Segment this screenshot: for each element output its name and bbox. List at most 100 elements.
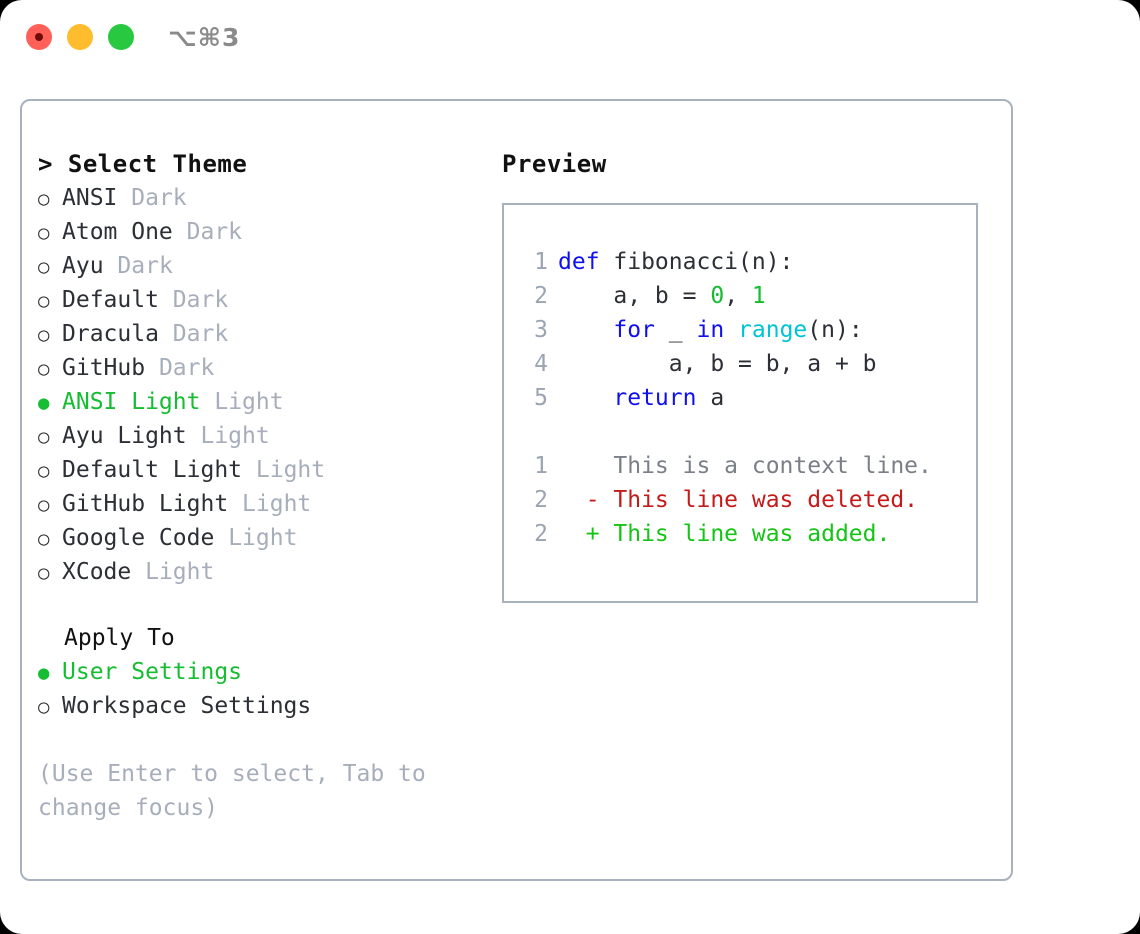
theme-option-variant: Light (145, 559, 215, 585)
theme-option-variant: Dark (186, 219, 243, 245)
theme-option-ayu-light[interactable]: ○Ayu Light Light (38, 419, 478, 453)
diff-marker (558, 453, 613, 479)
theme-option-ansi[interactable]: ○ANSI Dark (38, 181, 478, 215)
code-line-number: 1 (534, 249, 548, 275)
diff-line-add: 2 + This line was added. (514, 517, 970, 551)
theme-option-ansi-light[interactable]: ●ANSI Light Light (38, 385, 478, 419)
radio-unselected-icon: ○ (38, 562, 50, 584)
diff-text: This line was deleted. (613, 487, 919, 513)
code-line-number: 3 (534, 317, 548, 343)
theme-option-label: Ayu (62, 253, 104, 279)
spacer (117, 181, 131, 215)
theme-option-label: Google Code (62, 525, 215, 551)
spacer (214, 521, 228, 555)
theme-option-dracula[interactable]: ○ Dracula Dark (38, 317, 478, 351)
spacer (242, 453, 256, 487)
prompt-caret: > (38, 150, 53, 178)
code-token-num: 1 (751, 283, 766, 309)
radio-unselected-icon: ○ (38, 696, 50, 718)
theme-option-variant: Dark (117, 253, 173, 279)
close-button[interactable] (26, 24, 52, 50)
diff-line-ctx: 1 This is a context line. (514, 449, 970, 483)
apply-to-option-user-settings[interactable]: ●User Settings (38, 655, 478, 689)
code-token-plain: _ (654, 317, 697, 343)
theme-option-google-code[interactable]: ○ Google Code Light (38, 521, 478, 555)
radio-unselected-icon: ○ (38, 324, 50, 346)
theme-option-atom-one[interactable]: ○ Atom One Dark (38, 215, 478, 249)
radio-unselected-icon: ○ (38, 426, 50, 448)
code-token-plain: a (696, 385, 725, 411)
theme-option-variant: Light (242, 491, 312, 517)
code-token-num: 0 (710, 283, 725, 309)
code-token-plain (558, 317, 613, 343)
radio-selected-icon: ● (38, 392, 50, 414)
theme-option-github-light[interactable]: ○ GitHub Light Light (38, 487, 478, 521)
theme-option-variant: Dark (172, 321, 229, 347)
theme-option-label: Default Light (62, 457, 243, 483)
code-token-plain: a, b = (558, 283, 711, 309)
radio-unselected-icon: ○ (38, 358, 50, 380)
code-line: 3 for _ in range(n): (514, 313, 970, 347)
code-line-content: a, b = b, a + b (558, 347, 877, 381)
theme-option-xcode[interactable]: ○XCode Light (38, 555, 478, 589)
maximize-button[interactable] (108, 24, 134, 50)
theme-option-label: ANSI (62, 185, 118, 211)
theme-option-list: ○ANSI Dark○Atom One Dark○Ayu Dark○Defaul… (38, 181, 478, 589)
apply-to-section: Apply To ●User Settings○Workspace Settin… (38, 621, 478, 723)
traffic-light-buttons (26, 24, 134, 50)
spacer (159, 317, 173, 351)
code-line-number: 5 (534, 385, 548, 411)
theme-option-default-light[interactable]: ○Default Light Light (38, 453, 478, 487)
code-token-kw: in (696, 317, 725, 343)
preview-title: Preview (502, 150, 607, 178)
diff-line-number: 2 (534, 521, 548, 547)
code-line-content: for _ in range(n): (558, 313, 863, 347)
radio-unselected-icon: ○ (38, 528, 50, 550)
theme-option-variant: Light (228, 525, 298, 551)
code-line-content: a, b = 0, 1 (558, 279, 766, 313)
code-token-fn: range (738, 317, 808, 343)
theme-picker-column: > Select Theme ○ANSI Dark○Atom One Dark○… (38, 147, 478, 825)
code-line: 4 a, b = b, a + b (514, 347, 970, 381)
theme-option-ayu[interactable]: ○Ayu Dark (38, 249, 478, 283)
radio-unselected-icon: ○ (38, 290, 50, 312)
spacer (200, 385, 214, 419)
page-title: > Select Theme (38, 147, 478, 181)
minimize-button[interactable] (67, 24, 93, 50)
spacer (228, 487, 242, 521)
theme-option-label: Dracula (62, 321, 159, 347)
main-panel: > Select Theme ○ANSI Dark○Atom One Dark○… (20, 99, 1013, 881)
theme-option-default[interactable]: ○Default Dark (38, 283, 478, 317)
apply-to-option-label: Workspace Settings (62, 693, 312, 719)
code-line-content: def fibonacci(n): (558, 245, 793, 279)
code-line-content: return a (558, 381, 724, 415)
diff-line-number: 2 (534, 487, 548, 513)
theme-option-github[interactable]: ○GitHub Dark (38, 351, 478, 385)
code-token-plain: a, b = b, a + b (558, 351, 877, 377)
theme-option-label: GitHub Light (62, 491, 229, 517)
code-blank-line (514, 415, 970, 449)
keyboard-shortcut-label: ⌥⌘3 (168, 23, 241, 52)
theme-option-variant: Dark (158, 355, 215, 381)
page-title-text: Select Theme (67, 150, 248, 178)
theme-option-label: Atom One (62, 219, 173, 245)
apply-to-option-list: ●User Settings ○ Workspace Settings (38, 655, 478, 723)
radio-unselected-icon: ○ (38, 222, 50, 244)
code-line: 5 return a (514, 381, 970, 415)
apply-to-option-workspace-settings[interactable]: ○ Workspace Settings (38, 689, 478, 723)
code-line-number: 2 (534, 283, 548, 309)
theme-option-label: Ayu Light (62, 423, 187, 449)
code-token-plain: (n): (807, 317, 863, 343)
diff-marker: + (558, 521, 614, 547)
code-line-number: 4 (534, 351, 548, 377)
code-token-plain: , (724, 283, 752, 309)
radio-unselected-icon: ○ (38, 494, 50, 516)
spacer (173, 215, 187, 249)
radio-unselected-icon: ○ (38, 188, 50, 210)
code-line: 2 a, b = 0, 1 (514, 279, 970, 313)
code-token-kw: for (613, 317, 655, 343)
theme-option-variant: Light (255, 457, 326, 483)
